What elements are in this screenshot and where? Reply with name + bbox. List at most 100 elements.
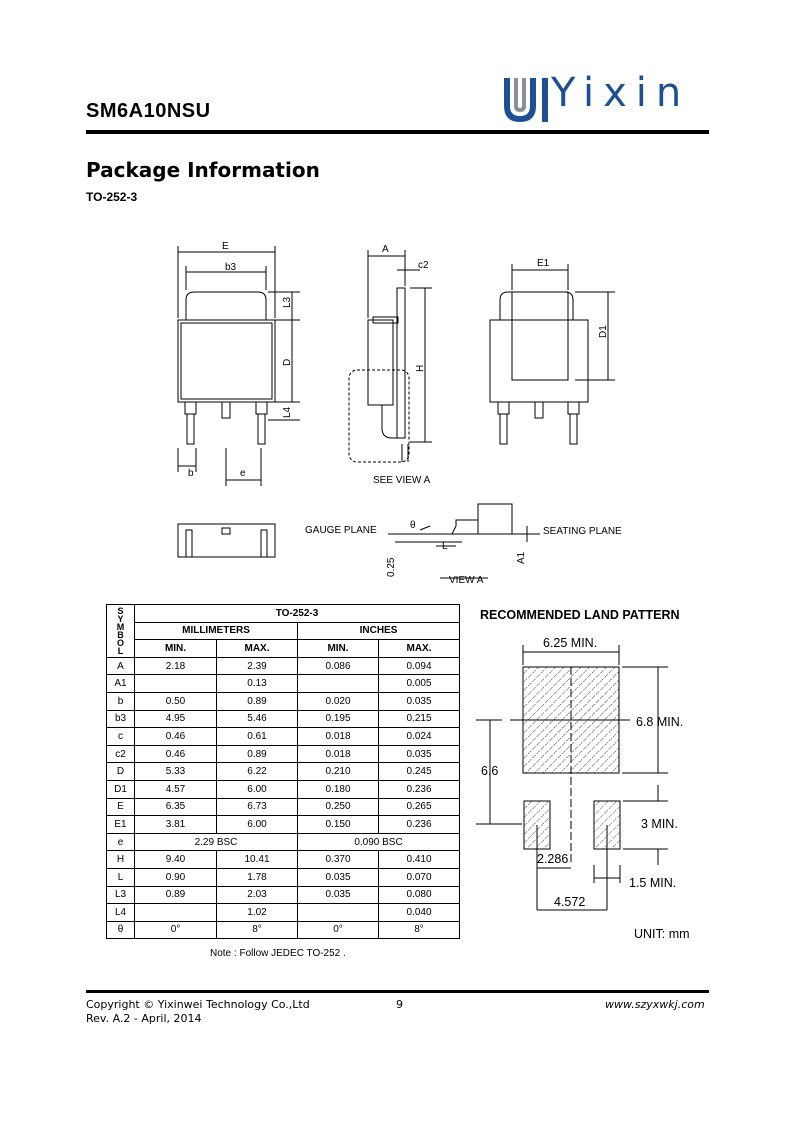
table-cell: 0.035: [297, 885, 379, 905]
page-number: 9: [396, 998, 403, 1011]
table-cell: 5.33: [134, 762, 217, 781]
land-pattern-drawing: 6.25 MIN. 6.8 MIN. 6.6 3 MIN. 2.286 1.5 …: [476, 636, 690, 941]
footer-rule: [86, 990, 709, 993]
symbol-cell: L3: [106, 885, 135, 905]
table-cell: 0.150: [297, 815, 379, 834]
table-note: Note : Follow JEDEC TO-252 .: [210, 948, 346, 959]
table-cell: 0.265: [378, 797, 460, 817]
table-cell: 0.215: [378, 709, 460, 729]
table-cell: 0.035: [297, 867, 379, 887]
label-L: L: [442, 541, 448, 552]
table-cell: e: [106, 832, 135, 852]
symbol-cell: θ: [106, 920, 135, 940]
table-cell: 0.236: [378, 815, 460, 834]
package-outline-drawing: E b3 L3 D L4 b e A c2 H SEE VIEW A E1 D1…: [177, 241, 622, 586]
table-cell: 0.210: [297, 762, 379, 781]
table-cell: [297, 903, 379, 922]
table-cell: 8°: [378, 920, 460, 940]
label-c2: c2: [418, 260, 429, 271]
table-cell: 0.89: [216, 691, 298, 711]
mm-min-header: MIN.: [134, 639, 217, 658]
label-e: e: [240, 468, 246, 479]
table-package-header: TO-252-3: [134, 604, 460, 623]
table-cell: 8°: [216, 920, 298, 940]
table-cell: 6.73: [216, 797, 298, 817]
label-A: A: [382, 244, 389, 255]
table-cell: 0.13: [216, 674, 298, 693]
copyright: Copyright © Yixinwei Technology Co.,Ltd: [86, 998, 310, 1011]
label-H: H: [415, 365, 426, 372]
lp-unit: UNIT: mm: [634, 927, 690, 941]
label-E: E: [222, 241, 229, 252]
see-view-a: SEE VIEW A: [373, 475, 431, 486]
label-L4: L4: [282, 406, 293, 418]
package-name: TO-252-3: [86, 190, 138, 204]
label-theta: θ: [410, 520, 416, 531]
table-cell: 0.90: [134, 867, 217, 887]
in-max-header: MAX.: [378, 639, 460, 658]
symbol-cell: D: [106, 762, 135, 781]
table-cell: 0.005: [378, 674, 460, 693]
symbol-cell: H: [106, 850, 135, 869]
table-cell: 0.50: [134, 691, 217, 711]
table-cell: 2.18: [134, 656, 217, 676]
table-cell: 0.070: [378, 867, 460, 887]
seating-plane: SEATING PLANE: [543, 526, 622, 537]
lp-width: 6.25 MIN.: [543, 636, 597, 650]
table-cell: [134, 674, 217, 693]
symbol-cell: A: [106, 656, 135, 676]
in-min-header: MIN.: [297, 639, 379, 658]
label-b3: b3: [225, 262, 237, 273]
table-cell: 0.018: [297, 744, 379, 764]
brand-name: Yixin: [551, 70, 691, 116]
label-E1: E1: [537, 258, 550, 269]
table-cell: 4.57: [134, 779, 217, 799]
table-cell: 0.410: [378, 850, 460, 869]
table-cell: 0.46: [134, 744, 217, 764]
lp-height: 6.8 MIN.: [636, 715, 683, 729]
symbol-cell: c: [106, 727, 135, 746]
table-cell: 0.086: [297, 656, 379, 676]
table-cell: 0.46: [134, 727, 217, 746]
mm-header: MILLIMETERS: [134, 621, 298, 641]
table-cell: 0.89: [216, 744, 298, 764]
table-cell: 1.02: [216, 903, 298, 922]
symbol-cell: b3: [106, 709, 135, 729]
table-cell: 2.29 BSC: [134, 832, 298, 852]
symbol-cell: E1: [106, 815, 135, 834]
label-L3: L3: [282, 296, 293, 308]
section-title: Package Information: [86, 158, 320, 182]
table-cell: 0.035: [378, 744, 460, 764]
lp-overall: 6.6: [481, 764, 498, 778]
label-gauge: 0.25: [386, 557, 397, 577]
table-cell: 0.89: [134, 885, 217, 905]
table-cell: 6.00: [216, 815, 298, 834]
lp-pitch: 2.286: [537, 852, 568, 866]
table-cell: 0.236: [378, 779, 460, 799]
table-cell: 0.195: [297, 709, 379, 729]
symbol-cell: b: [106, 691, 135, 711]
lp-span: 4.572: [554, 895, 585, 909]
view-a-detail: [388, 503, 540, 579]
label-D1: D1: [598, 325, 609, 338]
table-cell: 0.180: [297, 779, 379, 799]
yixin-logo-icon: [504, 78, 548, 122]
table-cell: 0.094: [378, 656, 460, 676]
revision: Rev. A.2 - April, 2014: [86, 1012, 202, 1025]
land-pattern-title: RECOMMENDED LAND PATTERN: [480, 608, 680, 622]
table-cell: 0.370: [297, 850, 379, 869]
lp-lead-height: 3 MIN.: [641, 817, 678, 831]
mm-max-header: MAX.: [216, 639, 298, 658]
table-cell: 0°: [297, 920, 379, 940]
